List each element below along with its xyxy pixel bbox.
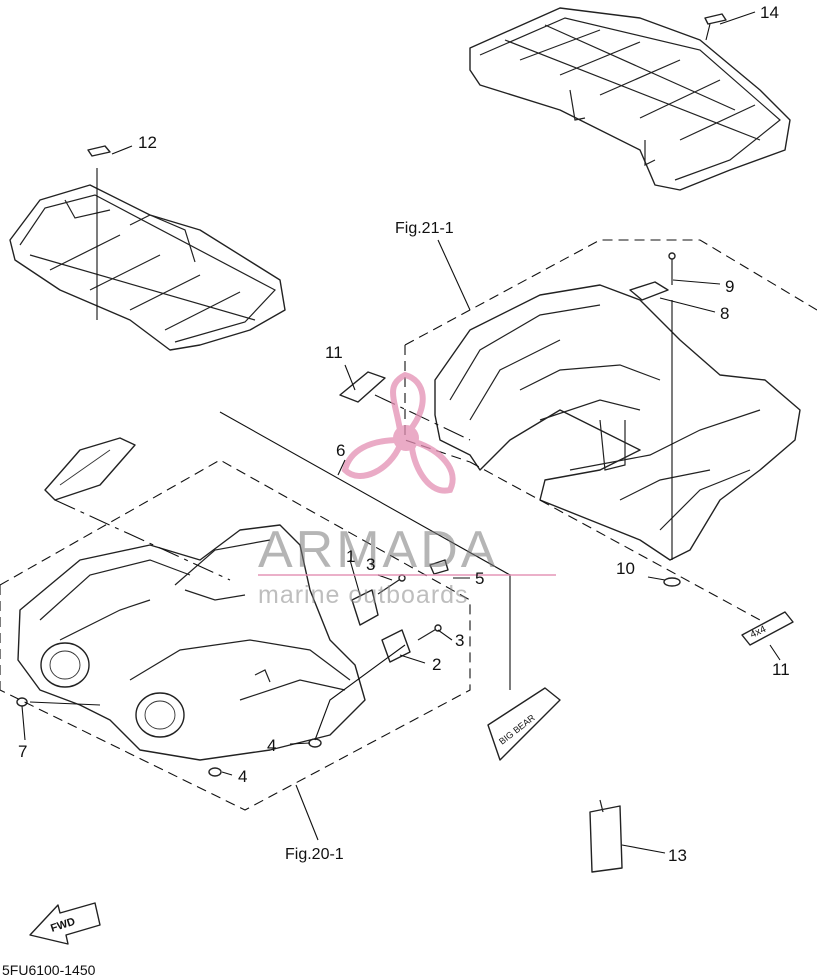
fig-ref-21-1: Fig.21-1	[395, 220, 454, 237]
callout-13: 12	[138, 133, 157, 152]
watermark-brand: ARMADA	[258, 521, 498, 579]
rear-fender-guide	[374, 394, 471, 441]
fig-20-1-boundary	[0, 459, 471, 811]
fig-21-1-boundary-lower	[469, 461, 761, 621]
four-by-four-decal: 4x4	[741, 611, 794, 646]
front-fender-centerline	[54, 499, 231, 581]
callout-7: 7	[18, 742, 27, 761]
callout-3-bottom: 3	[455, 631, 464, 650]
callout-3-top: 3	[366, 555, 375, 574]
callout-14: 14	[760, 3, 779, 22]
warning-label	[589, 799, 623, 873]
big-bear-decal: BIG BEAR	[487, 687, 561, 761]
front-fender	[17, 524, 366, 761]
rack-label-13	[87, 145, 111, 157]
callout-1: 1	[346, 547, 355, 566]
bracket-parts	[16, 559, 449, 777]
callout-9: 9	[725, 277, 734, 296]
callout-6: 6	[336, 441, 345, 460]
callout-4-lower: 4	[238, 767, 247, 786]
callout-12: 13	[668, 846, 687, 865]
callouts: 12 14 9 8 11 6 1 3 5 10 3 2 11 4 7 4 13	[18, 3, 790, 865]
fig-ref-20-1: Fig.20-1	[285, 846, 344, 863]
callout-11-right: 11	[772, 660, 790, 679]
front-decal-6	[44, 437, 136, 501]
watermark: ARMADA marine outboards	[258, 371, 556, 609]
callout-2: 2	[432, 655, 441, 674]
callout-4-upper: 4	[267, 736, 276, 755]
rear-fender	[434, 252, 801, 587]
rear-carrier-rack	[469, 7, 791, 191]
callout-11-left: 11	[325, 343, 343, 362]
callout-5: 5	[475, 569, 484, 588]
diagram-code: 5FU6100-1450	[2, 962, 96, 978]
watermark-propeller-icon	[341, 371, 456, 494]
rear-decal-11-left	[339, 371, 386, 403]
fwd-arrow-icon: FWD	[29, 902, 101, 945]
callout-10: 10	[616, 559, 635, 578]
watermark-tagline: marine outboards	[258, 581, 469, 609]
rack-label-14	[704, 13, 727, 25]
callout-8: 8	[720, 304, 729, 323]
front-carrier-rack	[9, 184, 286, 351]
fig-21-1-boundary	[404, 239, 817, 463]
